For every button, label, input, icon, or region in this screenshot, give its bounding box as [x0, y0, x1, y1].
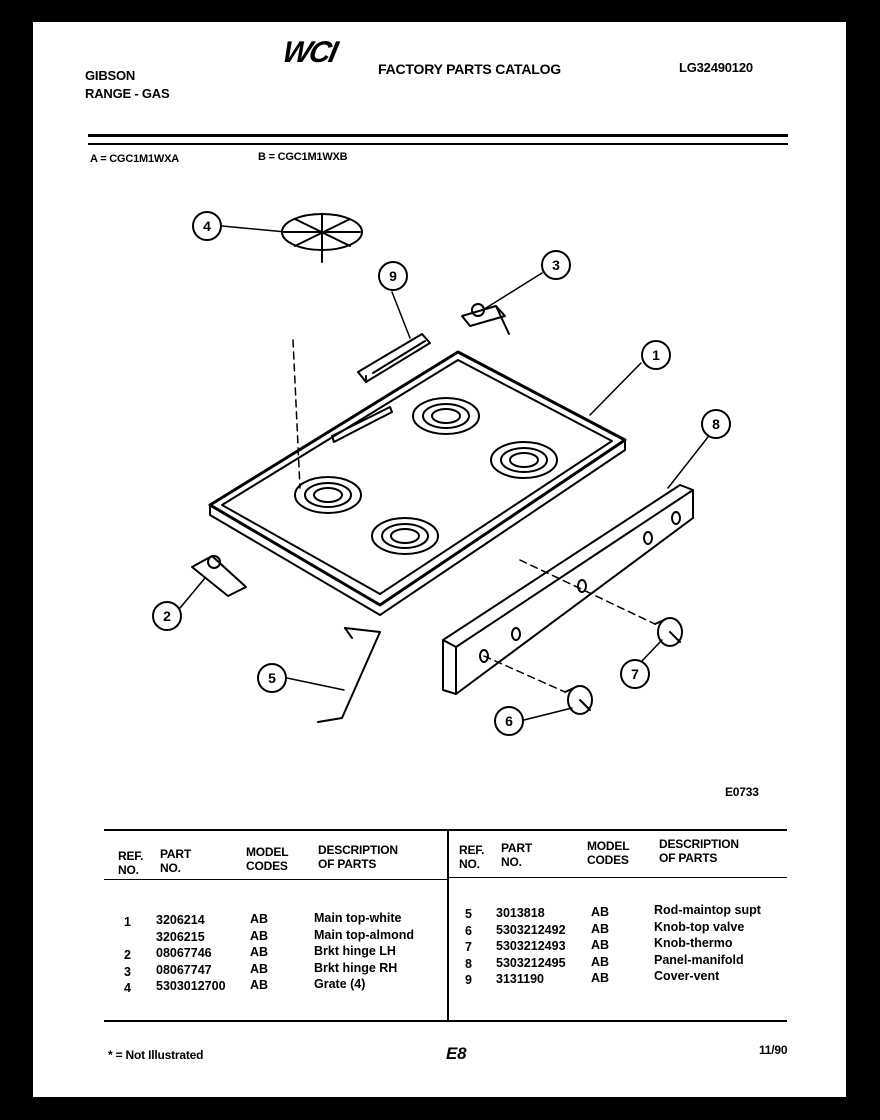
- catalog-date: 11/90: [759, 1043, 788, 1057]
- table-cell: 8: [465, 956, 472, 971]
- model-b-label: B = CGC1M1WXB: [258, 151, 348, 163]
- table-cell: 5: [465, 907, 472, 921]
- table-cell: Rod-maintop supt: [654, 903, 761, 917]
- table-cell: AB: [591, 938, 610, 952]
- table-cell: AB: [250, 928, 269, 943]
- table-cell: 5303012700: [156, 979, 226, 993]
- table-cell: AB: [250, 945, 269, 959]
- table-cell: 5303212493: [496, 939, 566, 953]
- left-desc-column: Main top-white Main top-almond Brkt hing…: [314, 910, 414, 993]
- table-cell: 3206215: [156, 929, 205, 944]
- vent-cover-part: [357, 333, 431, 383]
- table-cell: [124, 931, 131, 948]
- table-cell: 3131190: [496, 972, 544, 986]
- diagram-code: E0733: [725, 785, 759, 799]
- table-cell: 08067746: [156, 946, 212, 960]
- knob-top-valve-part: [564, 685, 593, 715]
- table-header-rule-left: [104, 879, 447, 880]
- catalog-title: FACTORY PARTS CATALOG: [378, 61, 561, 77]
- callout-6: 6: [505, 713, 513, 729]
- header-rule-top: [88, 134, 788, 137]
- right-ref-column: 5 6 7 8 9: [465, 906, 472, 989]
- hinge-rh-part: [461, 303, 510, 335]
- right-desc-column: Rod-maintop supt Knob-top valve Knob-the…: [654, 902, 761, 985]
- table-cell: Grate (4): [314, 977, 366, 991]
- model-a-label: A = CGC1M1WXA: [90, 153, 179, 165]
- table-cell: AB: [591, 954, 610, 969]
- table-cell: 5303212492: [496, 922, 566, 937]
- table-cell: AB: [591, 905, 610, 919]
- hdr-ref-left: REF.NO.: [118, 849, 144, 877]
- callout-8: 8: [712, 416, 720, 432]
- callout-4: 4: [203, 218, 211, 234]
- table-cell: 3: [124, 964, 131, 979]
- table-cell: Panel-manifold: [654, 952, 744, 967]
- table-cell: 4: [124, 981, 131, 995]
- table-cell: Main top-almond: [314, 927, 414, 942]
- callout-9: 9: [389, 268, 397, 284]
- table-cell: AB: [591, 921, 610, 936]
- table-cell: Knob-top valve: [654, 919, 745, 934]
- table-cell: Brkt hinge RH: [314, 960, 398, 975]
- table-header-rule-right: [449, 877, 787, 878]
- table-cell: 3013818: [496, 906, 545, 920]
- table-cell: Knob-thermo: [654, 936, 733, 950]
- hdr-ref-right: REF.NO.: [459, 843, 485, 871]
- table-cell: AB: [250, 978, 269, 992]
- table-cell: 9: [465, 973, 472, 987]
- table-cell: 1: [124, 915, 131, 929]
- main-top-part: [208, 350, 627, 616]
- left-part-column: 3206214 3206215 08067746 08067747 530301…: [156, 912, 226, 995]
- table-divider: [447, 831, 449, 1021]
- hinge-lh-part: [191, 555, 247, 597]
- table-cell: AB: [250, 912, 269, 926]
- table-cell: AB: [250, 961, 269, 976]
- right-part-column: 3013818 5303212492 5303212493 5303212495…: [496, 905, 566, 988]
- not-illustrated-note: * = Not Illustrated: [108, 1048, 204, 1062]
- table-cell: 08067747: [156, 962, 212, 977]
- table-cell: Cover-vent: [654, 969, 720, 983]
- callout-1: 1: [652, 347, 660, 363]
- page-code: E8: [446, 1044, 467, 1063]
- table-cell: 2: [124, 948, 131, 962]
- table-cell: 7: [465, 940, 472, 954]
- table-rule-bottom: [104, 1020, 787, 1022]
- table-cell: AB: [591, 971, 610, 985]
- left-model-column: AB AB AB AB AB: [250, 911, 268, 994]
- table-cell: 3206214: [156, 913, 205, 927]
- table-cell: Main top-white: [314, 911, 402, 925]
- knob-thermo-part: [654, 617, 683, 647]
- left-ref-column: 1 2 3 4: [124, 914, 131, 997]
- product-type: RANGE - GAS: [85, 86, 170, 101]
- table-rule-top: [104, 829, 787, 831]
- rod-part: [317, 627, 381, 723]
- callout-2: 2: [163, 608, 171, 624]
- table-cell: 6: [465, 923, 472, 938]
- grate-part: [281, 213, 363, 263]
- callout-5: 5: [268, 670, 276, 686]
- manifold-panel-part: [442, 484, 694, 695]
- callout-3: 3: [552, 257, 560, 273]
- callout-7: 7: [631, 666, 639, 682]
- brand-name: GIBSON: [85, 68, 136, 83]
- header-rule-bottom: [88, 143, 788, 145]
- catalog-number: LG32490120: [679, 60, 753, 75]
- table-cell: 5303212495: [496, 955, 566, 970]
- table-cell: Brkt hinge LH: [314, 944, 396, 958]
- right-model-column: AB AB AB AB AB: [591, 904, 609, 987]
